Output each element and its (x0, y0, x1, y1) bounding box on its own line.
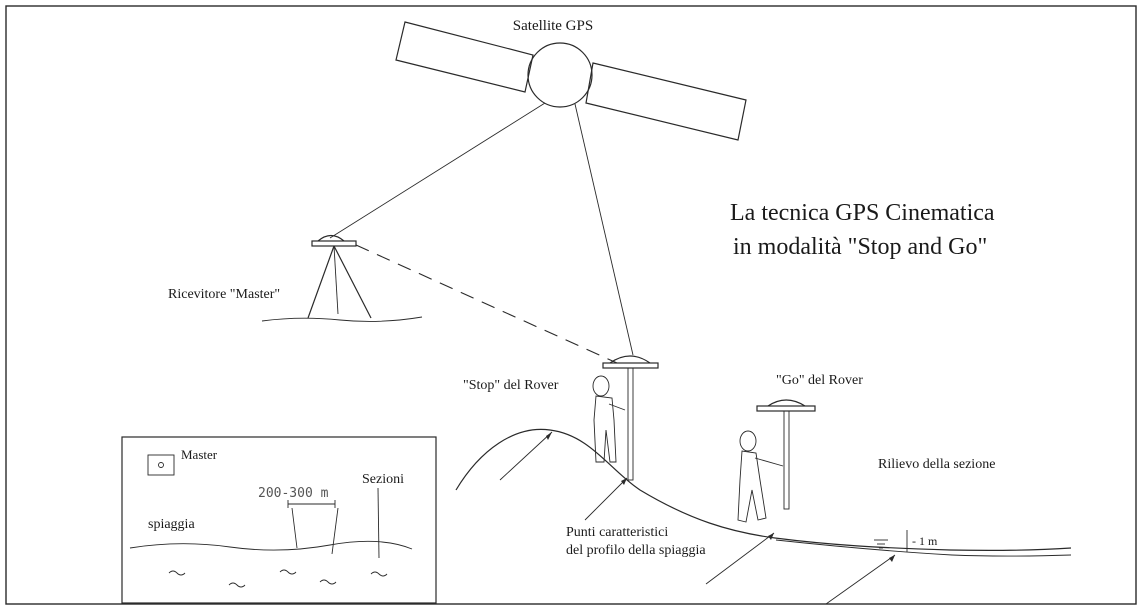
inset-section-line (291, 507, 298, 549)
rover-stop-figure (592, 355, 659, 481)
inset-distance-label: 200-300 m (258, 486, 329, 501)
satellite-icon (395, 21, 747, 141)
beach-profile-line (455, 428, 1072, 551)
section-survey-label: Rilievo della sezione (878, 457, 995, 472)
master-receiver-label: Ricevitore "Master" (168, 287, 280, 302)
diagram-title-line1: La tecnica GPS Cinematica (730, 200, 995, 226)
master-receiver-icon (307, 234, 372, 319)
satellite-label: Satellite GPS (513, 18, 593, 34)
radio-link-dashed (355, 244, 618, 364)
diagram-title-line2: in modalità "Stop and Go" (733, 234, 987, 260)
master-ground-line (261, 316, 423, 322)
master-location-marker (147, 454, 175, 476)
inset-beach-label: spiaggia (148, 517, 195, 532)
right-solar-panel (585, 62, 747, 141)
signal-line-rover (574, 103, 634, 356)
inset-map: Master 200-300 m Sezioni spiaggia (121, 436, 437, 604)
satellite-body (527, 42, 593, 108)
inset-sections-label: Sezioni (362, 472, 404, 487)
inset-section-line (377, 487, 380, 559)
inset-shoreline (129, 540, 413, 551)
profile-points-label-line1: Punti caratteristici (566, 525, 668, 540)
outer-frame (5, 5, 1137, 605)
rover-stop-label: "Stop" del Rover (463, 378, 559, 393)
water-level-icon (874, 539, 888, 549)
left-solar-panel (395, 21, 534, 93)
inset-frame (121, 436, 437, 604)
depth-label: - 1 m (912, 534, 938, 548)
inset-waves (168, 569, 388, 588)
rover-go-figure (737, 399, 816, 523)
signal-line-master (329, 102, 546, 239)
sea-surface-line (775, 539, 1072, 557)
profile-points-label-line2: del profilo della spiaggia (566, 543, 706, 558)
profile-point-arrows (499, 431, 896, 605)
inset-master-label: Master (181, 447, 218, 462)
rover-go-label: "Go" del Rover (776, 373, 863, 388)
inset-section-line (331, 507, 339, 555)
